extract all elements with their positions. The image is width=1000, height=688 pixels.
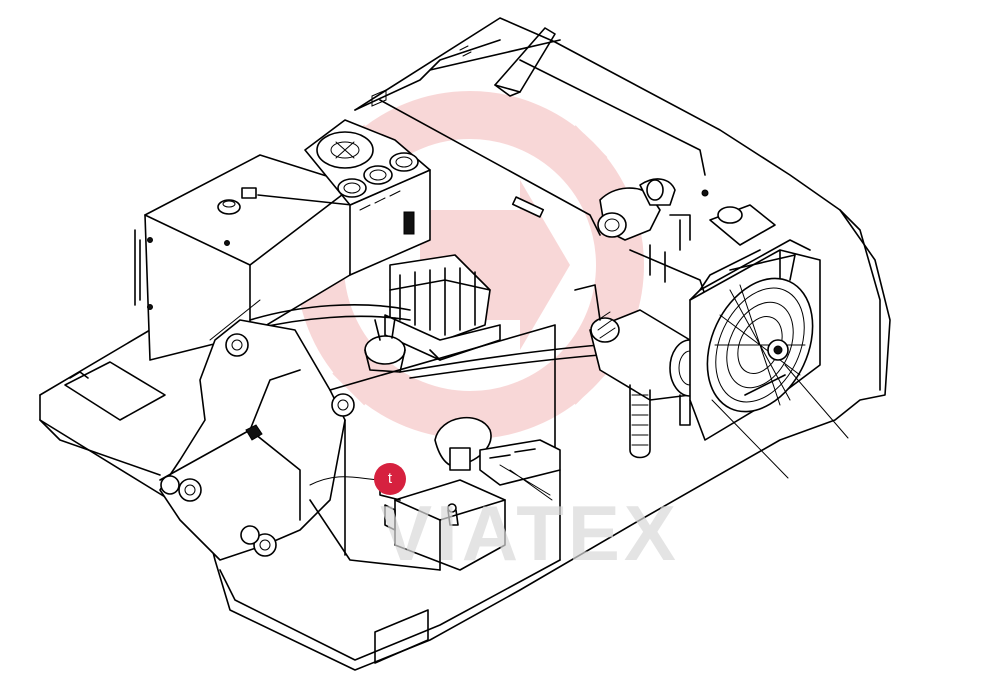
battery-compartment [309,416,561,571]
hotspot-marker[interactable]: t [374,463,406,495]
machine-body [39,17,891,671]
watermark-text: VIATEX [380,489,680,577]
filter-block [304,119,431,276]
boom-bracket [159,319,556,571]
nameplate [374,609,429,664]
leader-lines [711,364,849,479]
radiator-fan [689,239,821,441]
engine [597,178,776,311]
hoses [209,299,601,379]
